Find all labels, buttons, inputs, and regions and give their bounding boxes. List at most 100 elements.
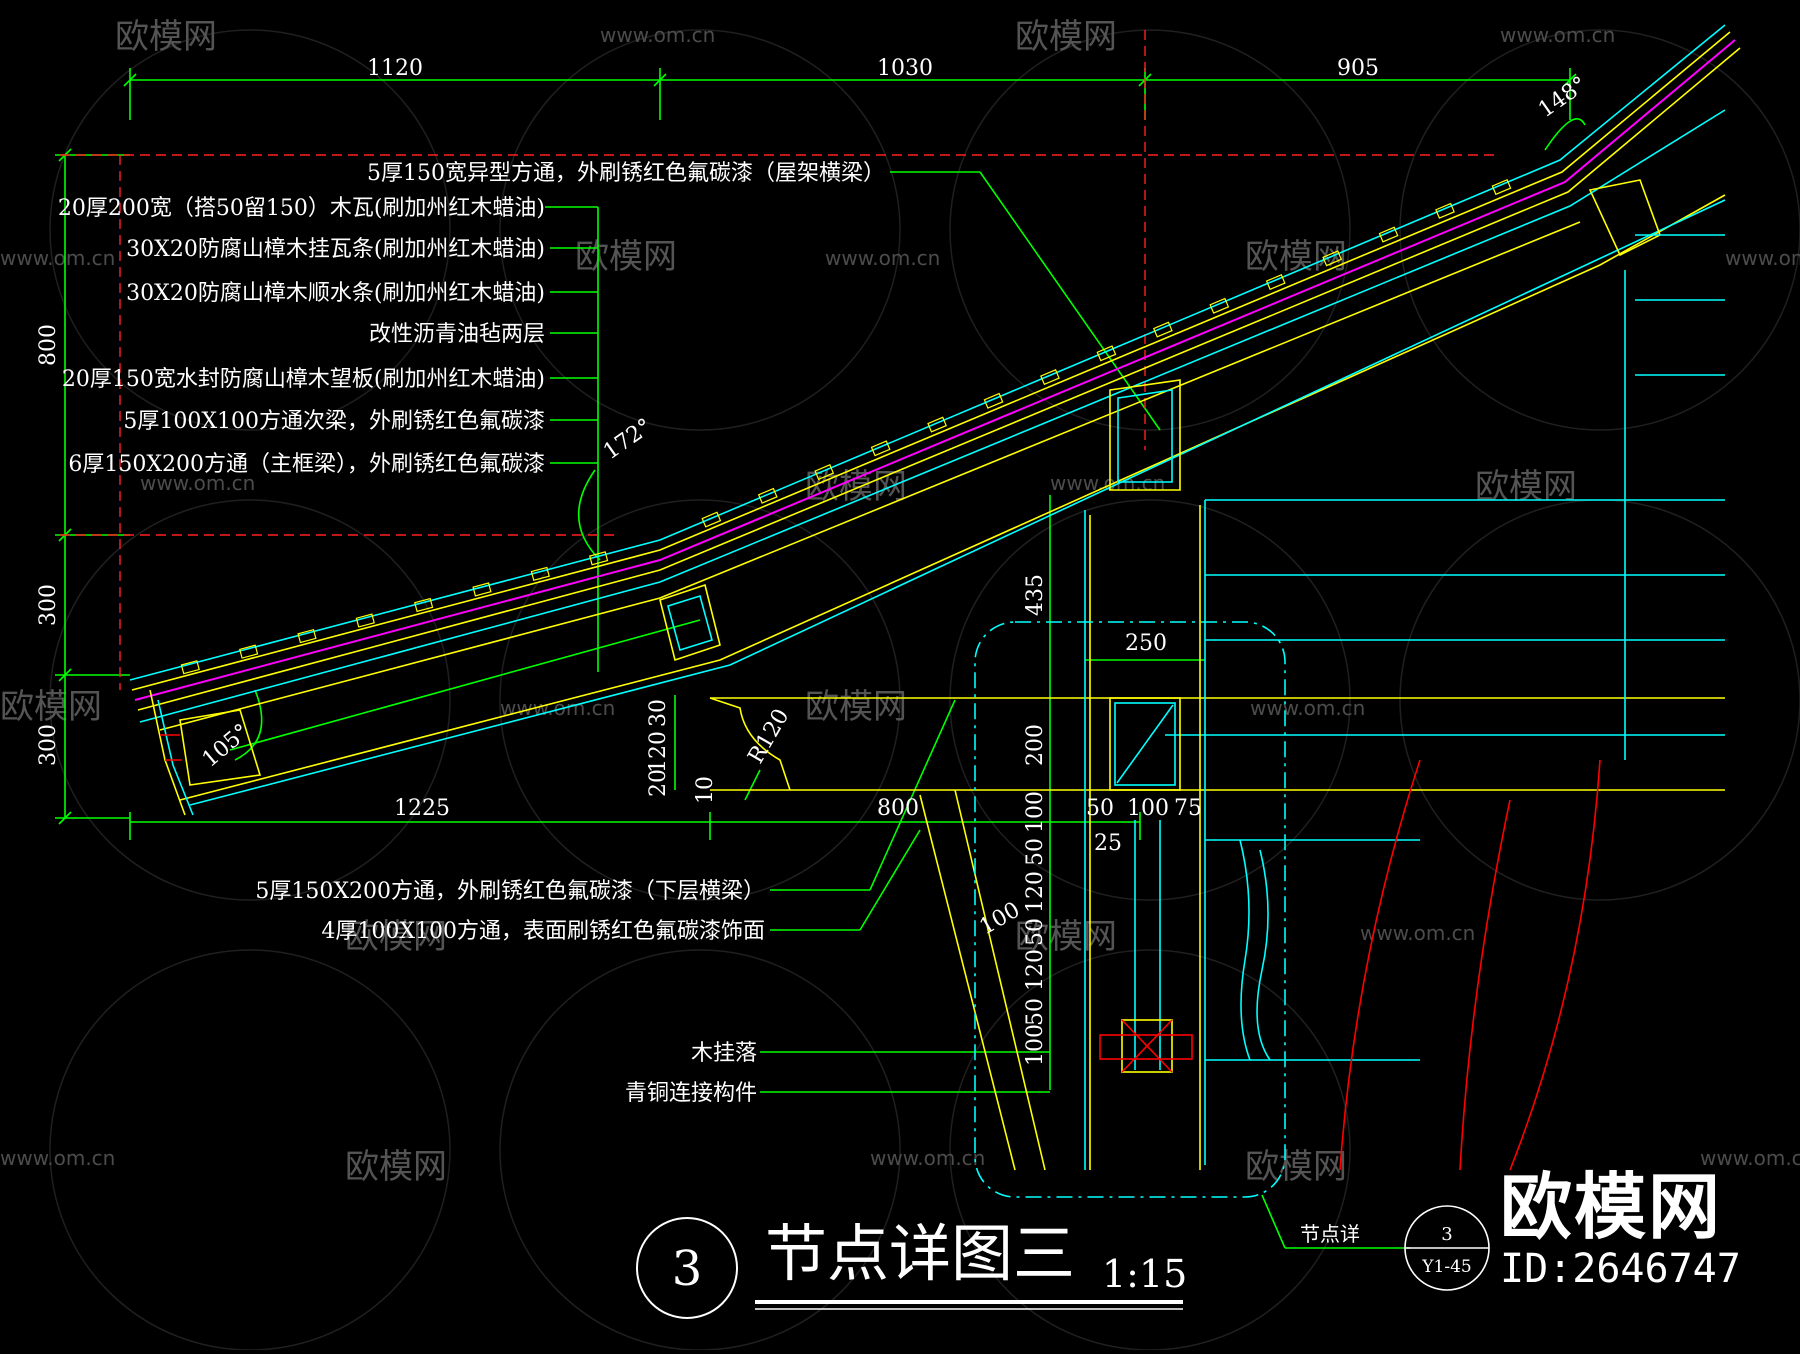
eave-dim-10: 10 (693, 776, 718, 804)
watermark-brand-text: 欧模网 (345, 917, 447, 957)
col-dim-h2: 100 (1127, 796, 1169, 821)
watermark-brand-text: 欧模网 (1015, 17, 1117, 57)
dim-bottom-1: 1225 (394, 796, 450, 821)
watermark-url-text: www.om.cn (1050, 471, 1165, 495)
annotations: 20厚200宽（搭50留150）木瓦(刷加州红木蜡油) 30X20防腐山樟木挂瓦… (58, 161, 885, 1106)
centerlines (60, 30, 1500, 690)
watermark-brand-text: 欧模网 (805, 687, 907, 727)
dim-left-3: 300 (36, 724, 61, 766)
col-dim-25: 25 (1094, 831, 1122, 856)
note-guaaluo: 木挂落 (691, 1041, 757, 1066)
col-dim-v5: 50 (1023, 918, 1048, 946)
ref-number: 3 (1441, 1224, 1452, 1245)
roof-tile-mark (1265, 274, 1286, 291)
roof-tile-mark (530, 566, 550, 582)
eave-dim-20: 20 (646, 769, 671, 797)
roof-tile-mark (927, 416, 948, 433)
watermark-brand-text: 欧模网 (0, 687, 102, 727)
roof-tile-mark (1096, 345, 1117, 362)
col-dim-v8: 100 (1023, 1024, 1048, 1066)
note-bronze-connector: 青铜连接构件 (625, 1081, 757, 1106)
watermark-circle (949, 29, 1351, 431)
note-lower-crossbeam: 5厚150X200方通，外刷锈红色氟碳漆（下层横梁） (255, 879, 765, 904)
roof-tile-mark (414, 597, 434, 613)
watermark-url-text: www.om.cn (1250, 696, 1365, 720)
watermark-url-text: www.om.cn (0, 1146, 115, 1170)
col-dim-v4: 120 (1023, 871, 1048, 913)
brand-watermark: 欧模网 ID:2646747 (1500, 1165, 1741, 1292)
watermark-url-text: www.om.cn (600, 23, 715, 47)
eave-dim-30: 30 (646, 699, 671, 727)
roof-tile-mark (870, 440, 891, 457)
watermark-circle (499, 499, 901, 901)
note-tile-batten: 30X20防腐山樟木挂瓦条(刷加州红木蜡油) (126, 237, 545, 262)
note-tile: 20厚200宽（搭50留150）木瓦(刷加州红木蜡油) (58, 196, 545, 221)
watermark-url-text: www.om.cn (825, 246, 940, 270)
watermark-url-text: www.om.cn (870, 1146, 985, 1170)
col-dim-v7: 50 (1023, 998, 1048, 1026)
dim-top-2: 1030 (877, 56, 933, 81)
col-dim-v3: 50 (1023, 838, 1048, 866)
roof-tile-mark (1152, 321, 1173, 338)
ref-sheet: Y1-45 (1421, 1257, 1471, 1277)
roof-tile-mark (814, 464, 835, 481)
watermark-url-text: www.om.cn (1725, 246, 1800, 270)
roof-tile-mark (701, 511, 722, 528)
roof-tile-mark (472, 582, 492, 597)
dimension-lines (55, 68, 1586, 1249)
roof-tile-mark (1322, 250, 1343, 267)
note-main-beam: 6厚150X200方通（主框梁），外刷锈红色氟碳漆 (68, 452, 545, 477)
note-square-tube: 4厚100X100方通，表面刷锈红色氟碳漆饰面 (321, 919, 765, 944)
watermark-circle (49, 499, 451, 901)
roof-tile-mark (355, 613, 375, 628)
note-felt: 改性沥青油毡两层 (369, 322, 545, 347)
title-block: 3 节点详图三 1:15 节点详 3 Y1-45 (636, 1205, 1490, 1319)
dim-top-3: 905 (1337, 56, 1379, 81)
detail-number-circle (636, 1217, 738, 1319)
watermark-brand-text: 欧模网 (1245, 1147, 1347, 1187)
watermark-circle (949, 499, 1351, 901)
eave-dim-120: 120 (646, 731, 671, 773)
drawing-scale: 1:15 (1102, 1252, 1187, 1296)
col-dim-250: 250 (1125, 631, 1167, 656)
roof-tile-mark (757, 487, 778, 504)
dim-left-2: 300 (36, 584, 61, 626)
dim-bottom-2: 800 (877, 796, 919, 821)
roof-tile-mark (1040, 369, 1060, 386)
watermark-brand-text: 欧模网 (1475, 467, 1577, 507)
col-dim-v6: 120 (1023, 949, 1048, 991)
roof-structure (129, 24, 1741, 816)
detail-number: 3 (672, 1241, 703, 1297)
watermark-url-text: www.om.cn (1360, 921, 1475, 945)
dim-top-1: 1120 (367, 56, 423, 81)
watermark-circle (499, 29, 901, 431)
note-secondary-beam: 5厚100X100方通次梁，外刷锈红色氟碳漆 (123, 409, 545, 434)
col-dim-h1: 50 (1086, 796, 1114, 821)
roof-tile-mark (1209, 297, 1230, 314)
roof-tile-mark (180, 660, 200, 675)
watermark-circle (1399, 29, 1800, 431)
watermark-brand-text: 欧模网 (575, 237, 677, 277)
dim-left-1: 800 (36, 324, 61, 366)
drawing-title: 节点详图三 (765, 1217, 1075, 1290)
column-and-lintel (709, 234, 1725, 1198)
note-sheathing: 20厚150宽水封防腐山樟木望板(刷加州红木蜡油) (62, 367, 545, 392)
note-counter-batten: 30X20防腐山樟木顺水条(刷加州红木蜡油) (126, 281, 545, 306)
watermark-circle (1399, 499, 1800, 901)
col-dim-v2: 100 (1023, 791, 1048, 833)
roof-tile-mark (983, 392, 1004, 409)
ref-label: 节点详 (1300, 1222, 1360, 1246)
col-dim-435: 435 (1023, 574, 1048, 616)
watermark-brand-text: 欧模网 (1015, 917, 1117, 957)
col-dim-v1: 200 (1023, 724, 1048, 766)
col-dim-h3: 75 (1174, 796, 1202, 821)
angle-172: 172° (599, 414, 657, 465)
watermark-url-text: www.om.cn (1700, 1146, 1800, 1170)
roof-tile-mark (1378, 226, 1399, 243)
roof-tile-mark (297, 628, 317, 644)
roof-tile-mark (1435, 202, 1455, 219)
brand-name: 欧模网 (1500, 1165, 1723, 1249)
roof-tile-mark (589, 551, 609, 566)
